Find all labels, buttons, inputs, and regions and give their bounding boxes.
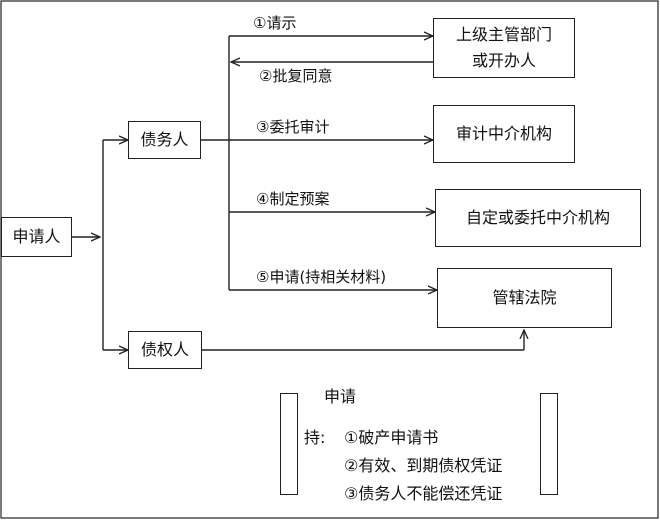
label-step4: ④制定预案	[255, 190, 331, 208]
node-plan-maker: 自定或委托中介机构	[435, 189, 641, 247]
legend-bracket-right	[540, 393, 558, 495]
label-step1: ①请示	[252, 14, 298, 32]
node-superior-line-2: 或开办人	[471, 51, 536, 70]
label-step2: ②批复同意	[258, 67, 334, 85]
label-step5: ⑤申请(持相关材料)	[255, 268, 388, 286]
node-creditor-label: 债权人	[140, 340, 189, 359]
node-audit-agency-label: 审计中介机构	[455, 124, 552, 143]
node-applicant: 申请人	[1, 217, 72, 257]
node-audit-agency: 审计中介机构	[433, 105, 575, 163]
legend-item-3: ③债务人不能偿还凭证	[344, 484, 503, 503]
node-creditor: 债权人	[128, 331, 202, 369]
node-superior: 上级主管部门 或开办人	[433, 18, 575, 78]
legend-bracket-left	[280, 393, 298, 495]
node-plan-maker-label: 自定或委托中介机构	[465, 208, 610, 227]
legend-title: 申请	[324, 387, 357, 406]
node-debtor: 债务人	[128, 121, 201, 159]
legend-item-1: ①破产申请书	[344, 428, 439, 447]
node-debtor-label: 债务人	[140, 130, 189, 149]
node-applicant-label: 申请人	[12, 227, 61, 246]
node-court-label: 管辖法院	[492, 288, 557, 307]
label-step3: ③委托审计	[255, 118, 331, 136]
node-superior-line-1: 上级主管部门	[455, 25, 552, 44]
node-court: 管辖法院	[437, 268, 612, 328]
legend-item-2: ②有效、到期债权凭证	[344, 456, 503, 475]
legend-prefix: 持:	[304, 428, 326, 447]
